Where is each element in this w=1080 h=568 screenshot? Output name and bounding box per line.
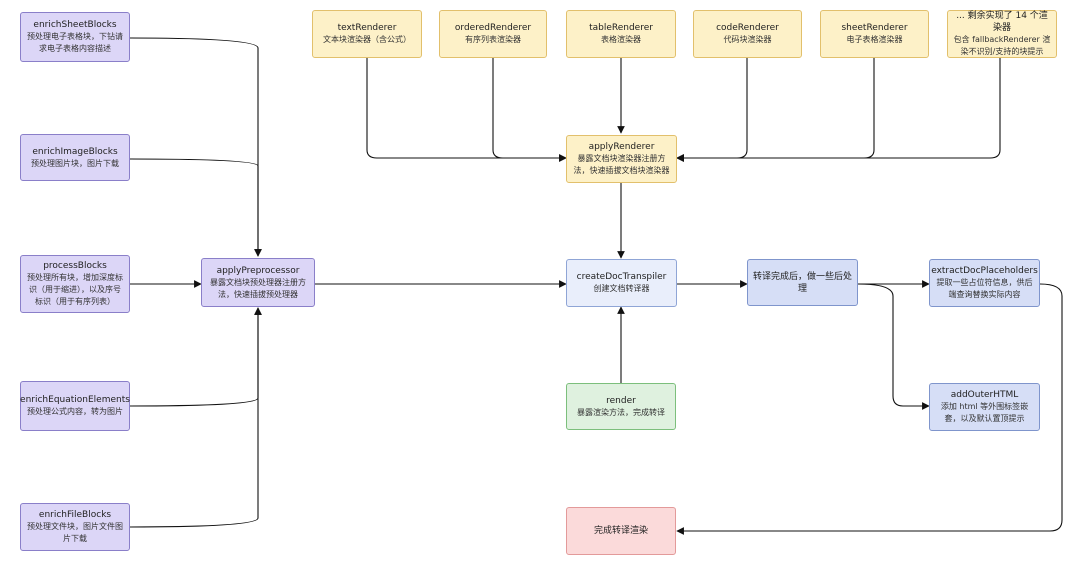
node-title: extractDocPlaceholders <box>931 266 1038 276</box>
node-processBlocks[interactable]: processBlocks 预处理所有块，增加深度标识（用于缩进），以及序号标识… <box>20 255 130 313</box>
node-tableRenderer[interactable]: tableRenderer 表格渲染器 <box>566 10 676 58</box>
node-title: 转译完成后，做一些后处理 <box>753 271 853 294</box>
node-desc: 包含 fallbackRenderer 渲染不识别/支持的块提示 <box>953 35 1051 56</box>
node-title: enrichImageBlocks <box>32 146 118 157</box>
node-desc: 暴露渲染方法，完成转译 <box>577 407 665 417</box>
node-title: enrichEquationElements <box>20 395 130 405</box>
edge-postProcess-addOuterHTML <box>857 283 930 410</box>
node-orderedRenderer[interactable]: orderedRenderer 有序列表渲染器 <box>439 10 547 58</box>
node-sheetRenderer[interactable]: sheetRenderer 电子表格渲染器 <box>820 10 929 58</box>
node-createDocTranspiler[interactable]: createDocTranspiler 创建文档转译器 <box>566 259 677 307</box>
edge-moreRenderers-applyRenderer <box>676 58 1001 162</box>
node-postProcess[interactable]: 转译完成后，做一些后处理 <box>747 259 858 306</box>
node-enrichSheetBlocks[interactable]: enrichSheetBlocks 预处理电子表格块，下钻请求电子表格内容描述 <box>20 12 130 62</box>
node-title: applyPreprocessor <box>216 265 300 276</box>
node-textRenderer[interactable]: textRenderer 文本块渲染器（含公式） <box>312 10 422 58</box>
node-codeRenderer[interactable]: codeRenderer 代码块渲染器 <box>693 10 802 58</box>
node-desc: 预处理公式内容，转为图片 <box>27 407 123 416</box>
node-desc: 文本块渲染器（含公式） <box>323 35 411 44</box>
node-title: tableRenderer <box>589 23 653 33</box>
edge-enrichImageBlocks-applyPreprocessor <box>129 158 262 257</box>
node-title: enrichSheetBlocks <box>33 20 117 30</box>
edge-textRenderer-applyRenderer <box>366 58 567 162</box>
node-desc: 预处理图片块，图片下载 <box>31 158 119 168</box>
node-desc: 表格渲染器 <box>601 35 641 44</box>
edge-enrichEquationElements-applyPreprocessor <box>129 307 262 407</box>
node-desc: 预处理所有块，增加深度标识（用于缩进），以及序号标识（用于有序列表） <box>27 273 123 306</box>
node-title: orderedRenderer <box>454 23 532 33</box>
node-title: ... 剩余实现了 14 个渲染器 <box>956 11 1048 33</box>
node-title: 完成转译渲染 <box>593 526 648 536</box>
edge-extractDocPlaceholders-done <box>676 283 1063 535</box>
node-extractDocPlaceholders[interactable]: extractDocPlaceholders 提取一些占位符信息，供后端查询替换… <box>929 259 1040 307</box>
node-desc: 电子表格渲染器 <box>846 35 903 44</box>
node-enrichFileBlocks[interactable]: enrichFileBlocks 预处理文件块，图片文件图片下载 <box>20 503 130 551</box>
node-moreRenderers[interactable]: ... 剩余实现了 14 个渲染器 包含 fallbackRenderer 渲染… <box>947 10 1057 58</box>
node-title: textRenderer <box>337 23 397 33</box>
node-enrichEquationElements[interactable]: enrichEquationElements 预处理公式内容，转为图片 <box>20 381 130 431</box>
node-desc: 创建文档转译器 <box>593 284 650 293</box>
node-applyPreprocessor[interactable]: applyPreprocessor 暴露文档块预处理器注册方法，快速插拔预处理器 <box>201 258 315 307</box>
node-title: enrichFileBlocks <box>38 510 112 520</box>
node-desc: 提取一些占位符信息，供后端查询替换实际内容 <box>936 278 1033 299</box>
node-title: applyRenderer <box>588 142 655 152</box>
node-title: processBlocks <box>43 261 107 271</box>
edge-enrichSheetBlocks-applyPreprocessor <box>129 37 262 257</box>
node-desc: 预处理文件块，图片文件图片下载 <box>27 522 123 543</box>
node-render[interactable]: render 暴露渲染方法，完成转译 <box>566 383 676 430</box>
node-desc: 代码块渲染器 <box>723 35 772 44</box>
edge-sheetRenderer-applyRenderer <box>676 58 875 162</box>
node-title: sheetRenderer <box>841 23 908 33</box>
node-title: createDocTranspiler <box>576 272 667 282</box>
edge-orderedRenderer-applyRenderer <box>492 58 567 162</box>
node-desc: 添加 html 等外围标签嵌套，以及默认置顶提示 <box>940 402 1029 423</box>
node-done[interactable]: 完成转译渲染 <box>566 507 676 555</box>
node-desc: 暴露文档块预处理器注册方法，快速插拔预处理器 <box>210 277 306 299</box>
node-desc: 有序列表渲染器 <box>465 35 521 44</box>
edge-enrichFileBlocks-applyPreprocessor <box>129 307 262 528</box>
node-title: addOuterHTML <box>950 390 1019 400</box>
node-applyRenderer[interactable]: applyRenderer 暴露文档块渲染器注册方法，快速插拔文档块渲染器 <box>566 135 677 183</box>
node-enrichImageBlocks[interactable]: enrichImageBlocks 预处理图片块，图片下载 <box>20 134 130 181</box>
node-title: codeRenderer <box>716 23 779 33</box>
node-title: render <box>606 395 636 406</box>
node-addOuterHTML[interactable]: addOuterHTML 添加 html 等外围标签嵌套，以及默认置顶提示 <box>929 383 1040 431</box>
node-desc: 暴露文档块渲染器注册方法，快速插拔文档块渲染器 <box>573 154 670 175</box>
node-desc: 预处理电子表格块，下钻请求电子表格内容描述 <box>27 32 123 53</box>
edge-codeRenderer-applyRenderer <box>676 58 748 162</box>
